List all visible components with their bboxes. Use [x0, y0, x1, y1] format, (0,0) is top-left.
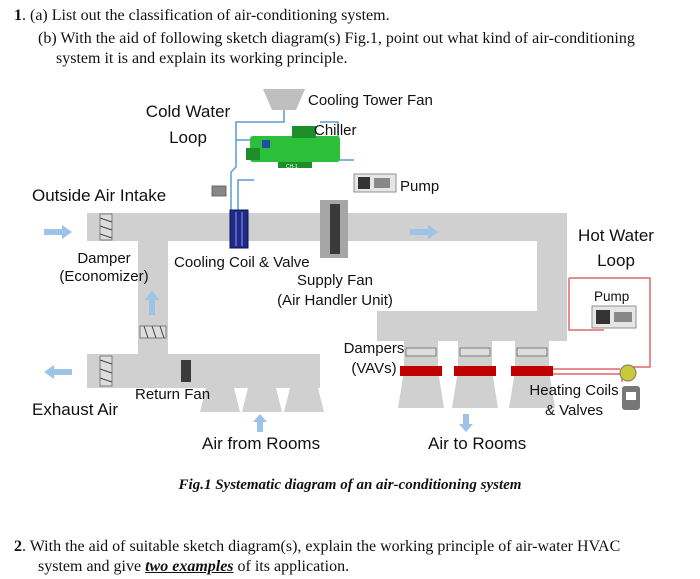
label-cold-water-loop-line2: Loop [169, 128, 207, 147]
hvac-diagram: CH-1 [44, 89, 651, 432]
cooling-coil [229, 209, 249, 249]
label-outside-air-intake: Outside Air Intake [32, 186, 167, 205]
pump-top-unit [353, 173, 397, 193]
hot-water-pipes [553, 277, 651, 382]
question-1-part-b-line1: (b) With the aid of following sketch dia… [38, 30, 635, 47]
economizer-damper [139, 325, 167, 339]
label-air-from-rooms: Air from Rooms [202, 434, 321, 453]
sensor-box [211, 185, 227, 197]
arrow-exhaust [44, 365, 72, 379]
question-2-emphasis: two examples [145, 558, 234, 575]
question-2-line1: 2. With the aid of suitable sketch diagr… [14, 537, 620, 557]
supply-duct-down-right [537, 241, 567, 311]
supply-duct-bottom [377, 311, 567, 341]
label-cold-water-loop: Cold Water Loop [140, 102, 236, 148]
chiller-unit: CH-1 [246, 126, 340, 170]
arrow-air-from-rooms [253, 414, 267, 432]
label-hot-water-loop-line1: Hot Water [578, 226, 654, 245]
cooling-tower [263, 89, 305, 110]
label-chiller: Chiller [314, 122, 357, 139]
label-heating-coils-line1: Heating Coils [529, 382, 619, 399]
label-damper-line2: (Economizer) [59, 268, 149, 285]
label-heating-coils: Heating Coils & Valves [526, 382, 622, 420]
label-dampers-line2: (VAVs) [351, 360, 397, 377]
question-1-number: 1 [14, 7, 22, 24]
question-1-part-a-text: . (a) List out the classification of air… [22, 7, 390, 24]
question-2-line2-pre: system and give [38, 558, 146, 575]
label-cold-water-loop-line1: Cold Water [145, 102, 231, 121]
label-damper-economizer: Damper (Economizer) [56, 250, 152, 286]
return-fan [181, 360, 191, 382]
question-1-part-a: 1. (a) List out the classification of ai… [14, 6, 390, 26]
label-hot-water-loop-line2: Loop [597, 251, 635, 270]
label-hot-water-loop: Hot Water Loop [570, 226, 662, 271]
return-duct-bottom [87, 354, 320, 388]
airflow-arrows [44, 225, 473, 432]
heating-valve [619, 364, 640, 410]
diffuser-supply-1 [398, 371, 444, 408]
exhaust-damper [99, 355, 113, 387]
diffuser-return-2 [242, 388, 282, 412]
question-2-line2: system and give two examples of its appl… [38, 557, 349, 577]
question-2-number: 2 [14, 538, 22, 555]
vav-dampers [405, 347, 548, 357]
label-dampers-vavs: Dampers (VAVs) [342, 340, 406, 378]
question-2-line1-text: . With the aid of suitable sketch diagra… [22, 538, 621, 555]
diffuser-return-3 [284, 388, 324, 412]
label-dampers-line1: Dampers [343, 340, 405, 357]
intake-damper [99, 213, 113, 241]
diffuser-supply-2 [452, 371, 498, 408]
arrow-air-to-rooms [459, 414, 473, 432]
label-heating-coils-line2: & Valves [544, 402, 604, 419]
label-exhaust-air: Exhaust Air [32, 400, 118, 419]
question-1-part-b-line2: system it is and explain its working pri… [56, 50, 348, 67]
label-cooling-tower-fan: Cooling Tower Fan [308, 92, 433, 109]
label-return-fan: Return Fan [135, 386, 211, 403]
figure-caption: Fig.1 Systematic diagram of an air-condi… [178, 477, 522, 493]
chiller-badge: CH-1 [286, 164, 298, 170]
label-supply-fan: Supply Fan (Air Handler Unit) [272, 272, 398, 310]
label-damper-line1: Damper [77, 250, 131, 267]
diffuser-supply-3 [509, 371, 555, 408]
arrow-return-up [145, 290, 159, 315]
pump-right-unit [591, 305, 637, 329]
label-supply-fan-line1: Supply Fan [297, 272, 373, 289]
label-supply-fan-line2: (Air Handler Unit) [277, 292, 393, 309]
label-cooling-coil-valve: Cooling Coil & Valve [174, 254, 310, 271]
label-pump-right: Pump [594, 289, 630, 304]
arrow-supply [410, 225, 438, 239]
question-2-line2-post: of its application. [233, 558, 350, 575]
diffuser-return-1 [200, 388, 240, 412]
label-pump-top: Pump [400, 178, 440, 195]
label-air-to-rooms: Air to Rooms [428, 434, 527, 453]
heating-coils [400, 366, 553, 376]
arrow-intake [44, 225, 72, 239]
supply-fan [320, 200, 348, 258]
